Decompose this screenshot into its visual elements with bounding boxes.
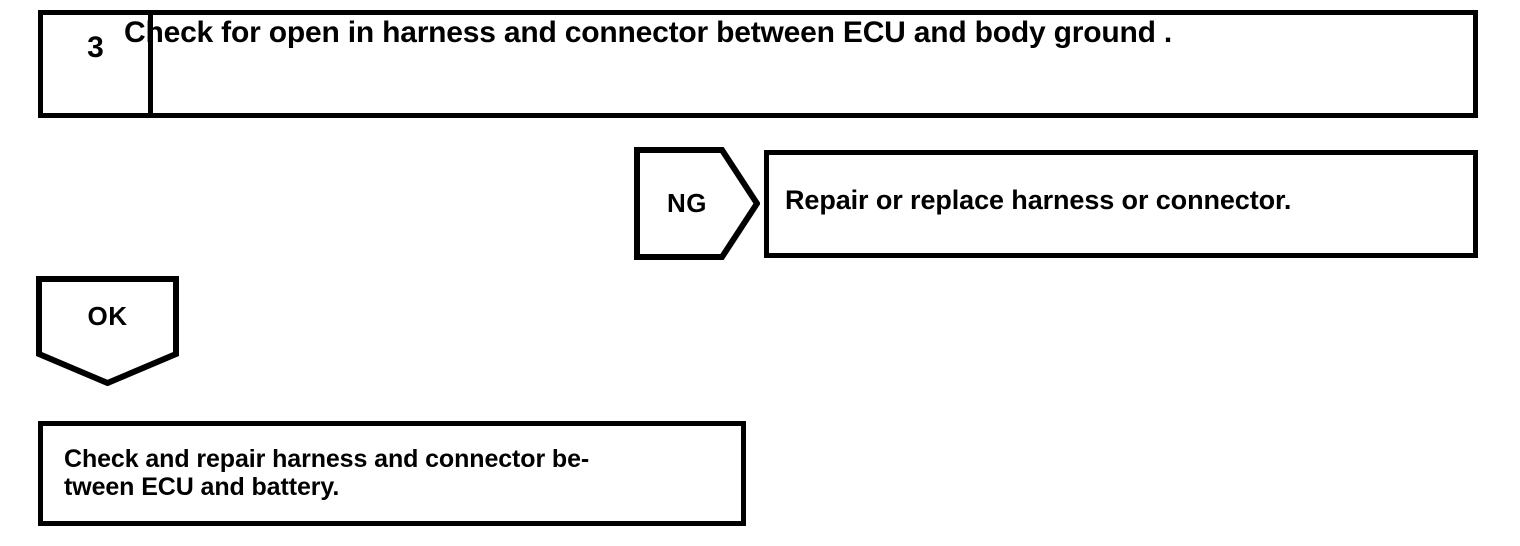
ng-branch-tag: NG — [634, 147, 760, 260]
ok-result-box: Check and repair harness and connector b… — [38, 421, 746, 526]
step-instruction-text: Check for open in harness and connector … — [124, 16, 1172, 49]
step-number: 3 — [87, 31, 104, 64]
ok-pentagon-icon — [36, 276, 179, 386]
ok-label: OK — [87, 300, 128, 331]
step-number-cell: 3 — [43, 15, 153, 113]
ng-label: NG — [667, 188, 707, 218]
ok-result-line-2: tween ECU and battery. — [64, 473, 340, 501]
ng-result-text: Repair or replace harness or connector. — [785, 185, 1292, 215]
ok-branch-tag: OK — [36, 276, 179, 386]
step-box: 3 — [38, 10, 1478, 118]
ng-pentagon-icon — [634, 147, 760, 260]
ok-result-text: Check and repair harness and connector b… — [64, 445, 589, 501]
ng-result-box: Repair or replace harness or connector. — [764, 150, 1478, 258]
ok-result-line-1: Check and repair harness and connector b… — [64, 445, 590, 473]
